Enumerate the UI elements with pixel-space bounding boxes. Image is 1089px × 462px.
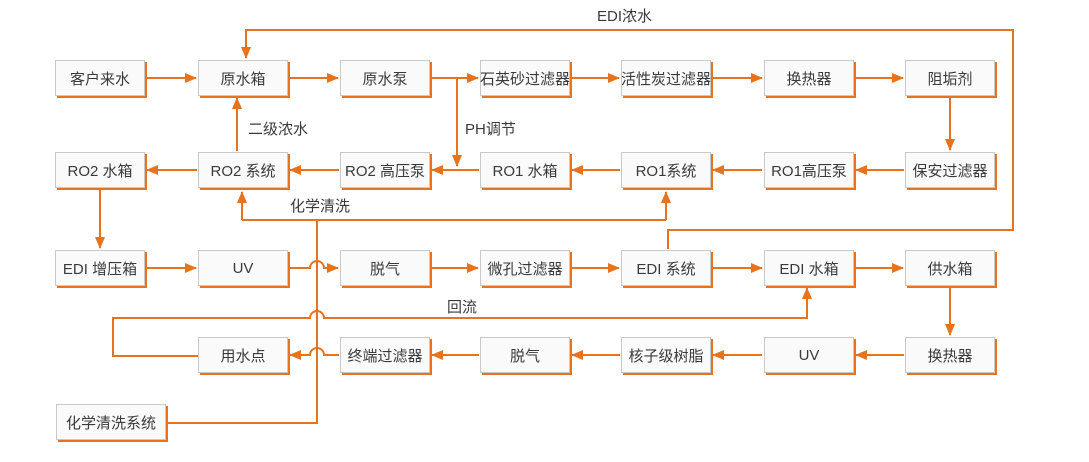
node-nuclear-grade-resin: 核子级树脂: [621, 337, 711, 373]
node-quartz-sand-filter: 石英砂过滤器: [480, 60, 570, 96]
edge-chemclean-feed: [167, 220, 318, 424]
node-chemical-cleaning-system: 化学清洗系统: [56, 404, 166, 440]
node-edi-tank: EDI 水箱: [764, 250, 854, 286]
node-point-of-use: 用水点: [198, 337, 288, 373]
node-ro2-tank: RO2 水箱: [55, 152, 145, 188]
node-degasser-2: 脱气: [480, 337, 570, 373]
node-customer-feed-water: 客户来水: [55, 60, 145, 96]
node-supply-tank: 供水箱: [905, 250, 995, 286]
node-microporous-filter: 微孔过滤器: [480, 250, 570, 286]
node-ro1-system: RO1系统: [621, 152, 711, 188]
edge-uv1-to-degasser1: [289, 260, 339, 273]
node-edi-booster-tank: EDI 增压箱: [55, 250, 145, 286]
edi-concentrate-label: EDI浓水: [595, 5, 655, 26]
node-ro2-system: RO2 系统: [198, 152, 288, 188]
node-cartridge-filter: 保安过滤器: [905, 152, 995, 188]
node-ro2-hp-pump: RO2 高压泵: [340, 152, 430, 188]
edge-edi-concentrate: [241, 29, 1014, 249]
node-edi-system: EDI 系统: [621, 250, 711, 286]
node-raw-water-pump: 原水泵: [340, 60, 430, 96]
node-heat-exchanger-2: 换热器: [905, 337, 995, 373]
node-heat-exchanger-1: 换热器: [764, 60, 854, 96]
node-uv-2: UV: [764, 337, 854, 373]
node-ro1-hp-pump: RO1高压泵: [764, 152, 854, 188]
edge-reflux: [112, 287, 812, 357]
node-uv-1: UV: [198, 250, 288, 286]
node-antiscalant: 阻垢剂: [905, 60, 995, 96]
node-ro1-tank: RO1 水箱: [480, 152, 570, 188]
edge-terminalfilter-to-pou: [289, 347, 339, 360]
chemical-cleaning-label: 化学清洗: [288, 195, 353, 216]
reflux-label: 回流: [445, 296, 480, 317]
node-terminal-filter: 终端过滤器: [340, 337, 430, 373]
ph-adjust-label: PH调节: [463, 118, 518, 139]
node-activated-carbon-filter: 活性炭过滤器: [621, 60, 711, 96]
node-degasser-1: 脱气: [340, 250, 430, 286]
secondary-concentrate-label: 二级浓水: [246, 118, 311, 139]
node-raw-water-tank: 原水箱: [198, 60, 288, 96]
